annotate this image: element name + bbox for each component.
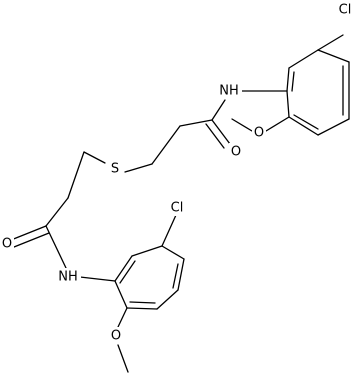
bond [231,118,253,132]
bond [317,49,350,63]
bond [317,118,350,136]
atom-label: Cl [339,3,352,18]
bond [45,197,69,227]
atom-label: O [111,329,121,344]
bond [126,307,158,310]
bond [119,260,136,284]
bond [211,99,226,121]
bond [79,276,116,282]
atom-nh-bottom: NH [55,268,81,285]
bond [286,67,290,92]
bonds [10,34,350,373]
atom-label: O [2,237,12,252]
bond [83,151,106,164]
atom-label: NH [58,270,78,285]
bond [131,245,163,257]
bond [13,232,50,248]
bond [177,258,185,291]
bond [45,225,67,269]
atom-o-top-amide: O [229,143,243,160]
bond [161,214,177,247]
bond [114,280,128,309]
atom-label: O [231,145,241,160]
bond [129,301,156,304]
bond [161,245,185,260]
bond [117,307,128,328]
bond [211,119,231,145]
bond [179,119,213,127]
atom-nh-top: NH [216,82,242,99]
atom-o-bottom-amide: O [0,235,14,252]
atom-s: S [107,160,123,177]
bond [124,163,153,173]
bond [291,71,295,92]
bond [67,151,85,199]
atom-label: Cl [171,201,184,216]
bond [172,263,179,289]
bond [114,255,133,282]
bond [156,289,179,310]
atom-cl-top: Cl [336,1,354,18]
bond [117,344,129,373]
bond [286,90,290,118]
atom-labels: Cl NH O O S O NH Cl [0,1,354,344]
bond [288,49,319,69]
bond [317,34,344,51]
bond [293,114,319,130]
bond [205,123,225,149]
atom-cl-bottom: Cl [168,199,186,216]
atom-label: NH [219,84,239,99]
atom-o-bottom-methoxy: O [109,327,123,344]
atom-label: O [254,126,264,141]
bond [151,125,181,165]
bond [265,116,290,132]
atom-o-top-methoxy: O [252,124,266,141]
bond [288,116,319,136]
atom-label: S [111,162,119,177]
bond [10,225,47,241]
